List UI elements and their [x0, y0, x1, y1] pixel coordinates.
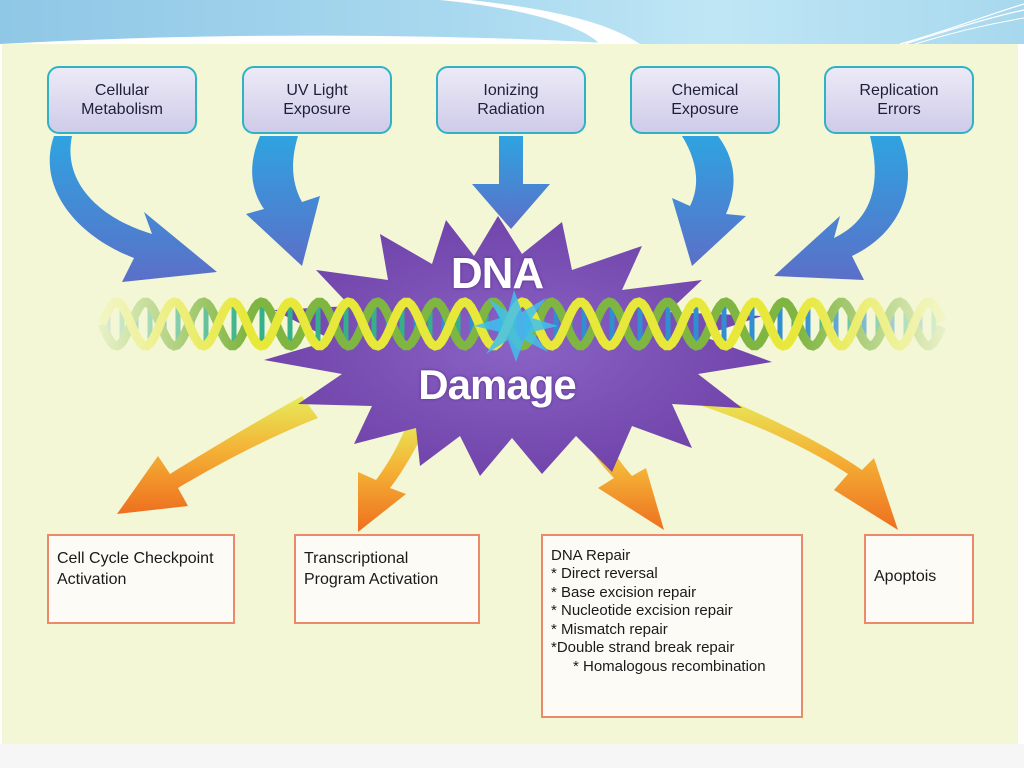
repair-item: *Double strand break repair — [551, 639, 735, 656]
arrow-replication-errors — [774, 136, 909, 280]
arrow-to-transcription — [358, 416, 428, 532]
damage-spark — [474, 290, 558, 362]
cause-chemical-exposure: Chemical Exposure — [630, 66, 780, 134]
outcome-label: DNA Repair — [551, 547, 631, 564]
arrow-chemical-exposure — [672, 136, 746, 266]
slide-header — [0, 0, 1024, 44]
repair-item: * Base excision repair — [551, 583, 697, 601]
diagram-artwork — [49, 136, 952, 532]
cause-ionizing-radiation: Ionizing Radiation — [436, 66, 586, 134]
damage-title-damage: Damage — [418, 361, 576, 408]
cause-replication-errors: Replication Errors — [824, 66, 974, 134]
repair-mechanism-list: * Direct reversal * Base excision repair… — [551, 565, 793, 676]
damage-title-dna: DNA — [450, 249, 544, 298]
header-swoosh-decoration — [0, 0, 1024, 44]
arrow-to-checkpoint — [117, 396, 318, 514]
repair-item: * Nucleotide excision repair — [551, 602, 733, 619]
outcome-apoptosis: Apoptois — [864, 534, 974, 624]
outcome-cell-cycle-checkpoint: Cell Cycle Checkpoint Activation — [47, 534, 235, 624]
outcome-label: Transcriptional Program Activation — [304, 550, 439, 588]
outcome-label: Apoptois — [874, 568, 937, 585]
outcome-dna-repair: DNA Repair * Direct reversal * Base exci… — [541, 534, 803, 718]
slide-footer — [0, 744, 1024, 768]
repair-item: * Mismatch repair — [551, 620, 668, 638]
cause-uv-light-exposure: UV Light Exposure — [242, 66, 392, 134]
arrow-to-apoptosis — [702, 394, 898, 530]
arrow-ionizing-radiation — [472, 136, 550, 229]
outcome-transcriptional-program: Transcriptional Program Activation — [294, 534, 480, 624]
arrow-cellular-metabolism — [49, 136, 217, 282]
outcome-label: Cell Cycle Checkpoint Activation — [57, 550, 214, 588]
repair-item: * Direct reversal — [551, 565, 658, 582]
cause-arrows — [49, 136, 909, 282]
cause-cellular-metabolism: Cellular Metabolism — [47, 66, 197, 134]
arrow-uv-light — [246, 136, 320, 266]
dna-damage-diagram: Cellular Metabolism UV Light Exposure Io… — [2, 44, 1018, 744]
repair-item: * Homalogous recombination — [573, 657, 766, 675]
